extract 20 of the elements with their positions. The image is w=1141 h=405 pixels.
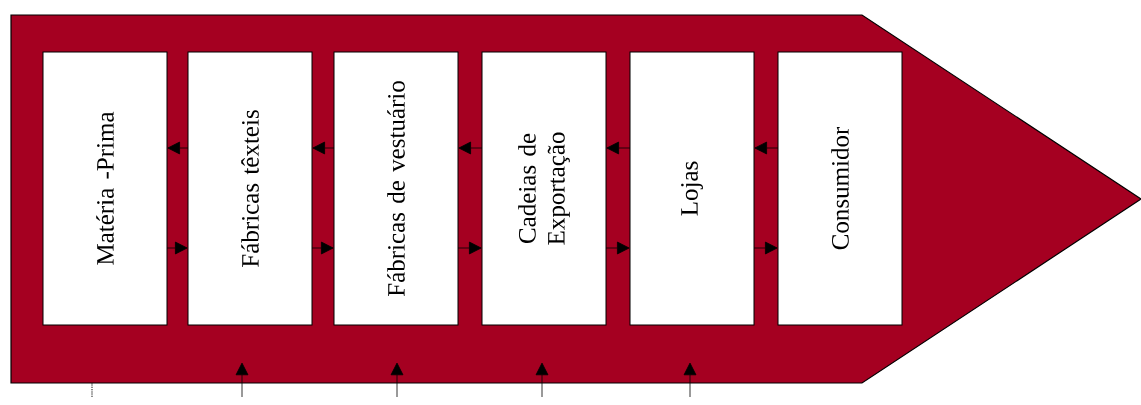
arrow [312, 141, 335, 155]
arrow [535, 362, 549, 398]
arrow [754, 141, 779, 155]
arrow [311, 241, 334, 255]
process-box: Fábricas têxteis [187, 51, 313, 326]
arrow [753, 241, 778, 255]
arrow [235, 362, 249, 398]
process-box: Consumidor [777, 51, 903, 326]
arrow [167, 141, 189, 155]
process-box: Matéria -Prima [42, 51, 168, 326]
arrow [606, 141, 631, 155]
process-box: Lojas [629, 51, 755, 326]
arrow [457, 241, 482, 255]
arrow [166, 241, 188, 255]
arrow [683, 362, 697, 398]
arrow [605, 241, 630, 255]
process-box: Fábricas de vestuário [333, 51, 459, 326]
arrow [390, 362, 404, 398]
arrow [458, 141, 483, 155]
process-box: Cadeias de Exportação [481, 51, 607, 326]
